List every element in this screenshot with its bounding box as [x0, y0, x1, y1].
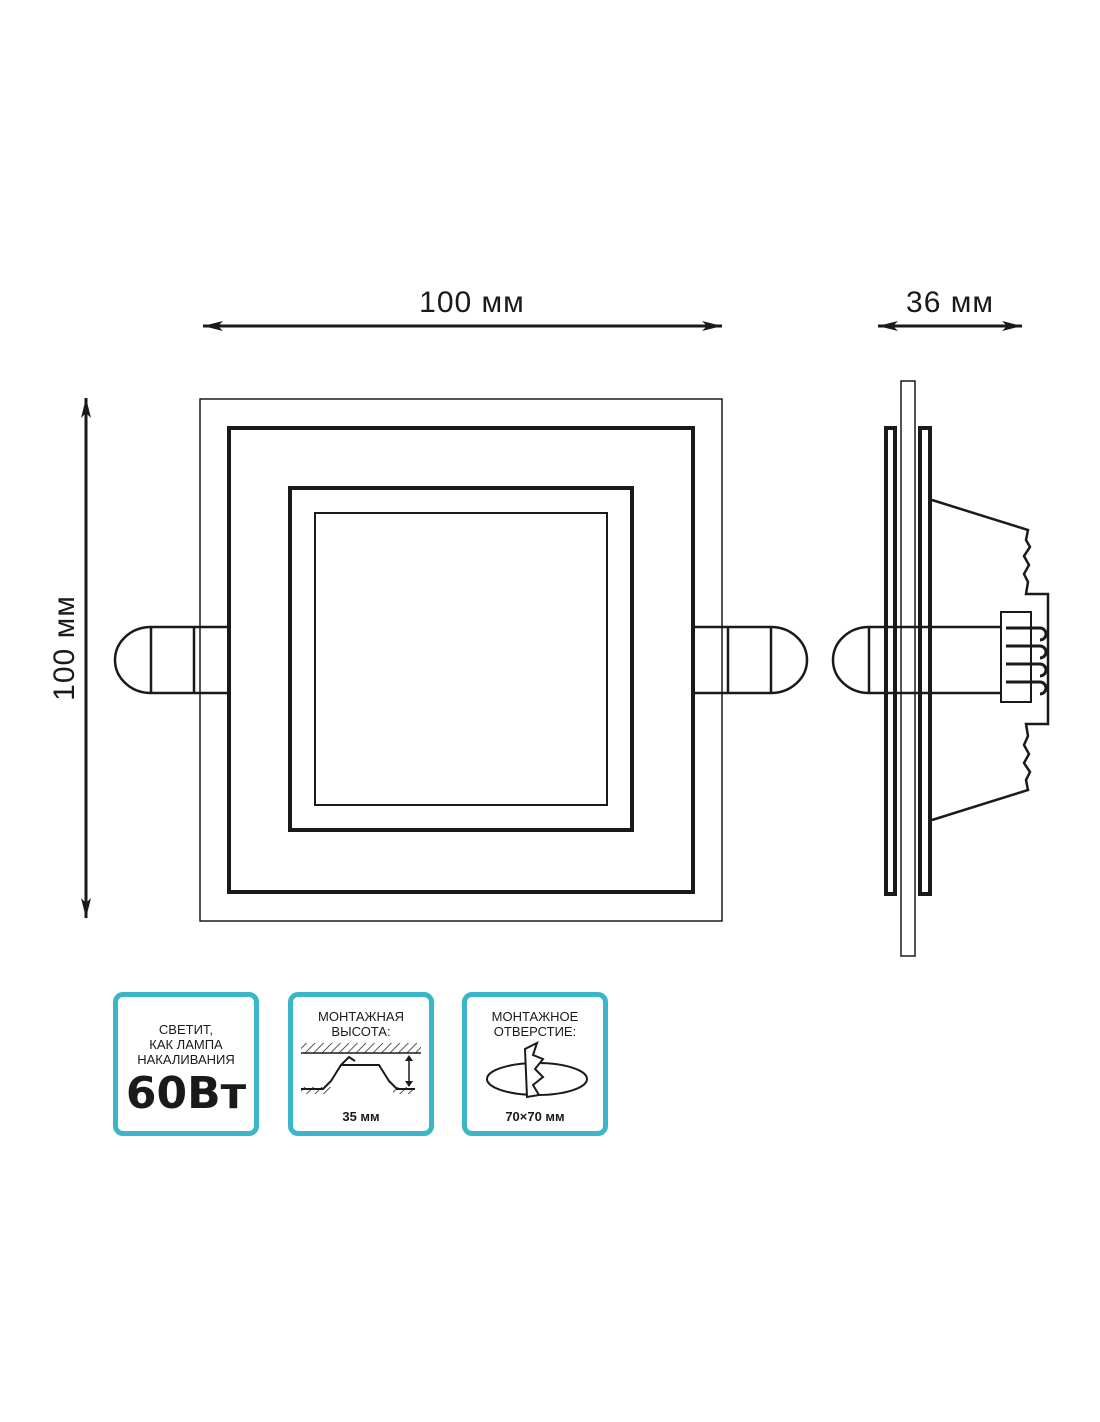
mount-height-value: 35 мм [342, 1109, 380, 1124]
frame-border [227, 426, 695, 894]
left-spring-clip [113, 625, 229, 695]
width-dimension-label: 100 мм [419, 286, 525, 319]
brightness-line1: СВЕТИТ, [158, 1022, 214, 1037]
width-dimension: 100 мм [203, 286, 722, 331]
height-dimension: 100 мм [48, 398, 91, 918]
connector-coils [1006, 626, 1048, 696]
inner-frame [288, 486, 634, 832]
right-spring-clip [693, 625, 809, 695]
brightness-card: СВЕТИТ, КАК ЛАМПА НАКАЛИВАНИЯ 60Вт [113, 992, 259, 1136]
brightness-value: 60Вт [125, 1068, 247, 1119]
side-spring-clip [831, 625, 1000, 695]
front-view [113, 398, 809, 922]
mount-hole-icon [486, 1041, 588, 1099]
light-panel [314, 512, 608, 806]
mount-height-line1: МОНТАЖНАЯ [318, 1009, 404, 1024]
brightness-line2: КАК ЛАМПА [149, 1037, 223, 1052]
mount-height-card: МОНТАЖНАЯ ВЫСОТА: 35 мм [288, 992, 434, 1136]
outer-glass-frame [199, 398, 723, 922]
mount-height-line2: ВЫСОТА: [331, 1024, 391, 1039]
driver-body [931, 498, 1050, 822]
height-dimension-label: 100 мм [48, 595, 81, 701]
mount-height-icon [301, 1043, 421, 1094]
mount-hole-value: 70×70 мм [505, 1109, 565, 1124]
mount-hole-line2: ОТВЕРСТИЕ: [493, 1024, 577, 1039]
mount-hole-line1: МОНТАЖНОЕ [491, 1009, 579, 1024]
side-view [831, 380, 1050, 957]
connector-block [1000, 611, 1032, 703]
depth-dimension-label: 36 мм [906, 286, 994, 319]
side-glass [900, 380, 916, 957]
depth-dimension: 36 мм [878, 286, 1022, 331]
side-frame-right [918, 426, 932, 896]
mount-hole-card: МОНТАЖНОЕ ОТВЕРСТИЕ: 70×70 мм [462, 992, 608, 1136]
brightness-line3: НАКАЛИВАНИЯ [137, 1052, 235, 1067]
side-frame-left [884, 426, 897, 896]
